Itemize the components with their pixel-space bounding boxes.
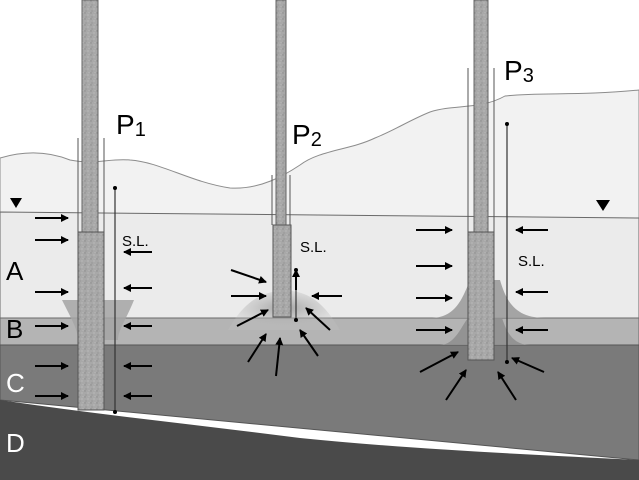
static-level-label-p1: S.L. bbox=[122, 233, 149, 250]
piezometer-top-dot bbox=[505, 122, 509, 126]
well-p2-pipe bbox=[275, 0, 287, 226]
layer-label-C: C bbox=[6, 368, 25, 398]
well-label-p3: P3 bbox=[504, 55, 534, 87]
well-label-p2: P2 bbox=[292, 119, 322, 151]
piezometer-bottom-dot bbox=[113, 410, 117, 414]
piezometer-bottom-dot bbox=[505, 360, 509, 364]
well-label-p2-letter: P bbox=[292, 119, 311, 150]
water-table-marker-left bbox=[10, 198, 22, 208]
flow-arrow bbox=[236, 309, 269, 327]
well-p1-pipe bbox=[81, 0, 99, 233]
static-level-label-p3: S.L. bbox=[518, 253, 545, 270]
flow-arrow bbox=[247, 333, 267, 363]
water-table-marker-right bbox=[596, 200, 610, 211]
flow-arrow bbox=[299, 329, 319, 357]
flow-arrows bbox=[35, 214, 548, 401]
well-p1-screen bbox=[77, 231, 105, 411]
flow-arrow bbox=[511, 357, 545, 373]
layer-label-B: B bbox=[6, 314, 23, 344]
well-label-p2-sub: 2 bbox=[311, 129, 322, 151]
well-label-p1: P1 bbox=[116, 109, 146, 141]
well-label-p1-letter: P bbox=[116, 109, 135, 140]
well-label-p3-sub: 3 bbox=[523, 65, 534, 87]
flow-arrow bbox=[275, 337, 284, 377]
well-label-p3-letter: P bbox=[504, 55, 523, 86]
well-p3-screen bbox=[467, 231, 495, 361]
well-p2-screen bbox=[272, 224, 292, 318]
piezometer-top-dot bbox=[113, 186, 117, 190]
flow-arrow bbox=[305, 307, 331, 331]
flow-arrow bbox=[445, 369, 467, 401]
well-p3-pipe bbox=[473, 0, 489, 233]
well-p1 bbox=[77, 0, 117, 414]
layer-label-D: D bbox=[6, 428, 25, 458]
layer-label-A: A bbox=[6, 256, 24, 286]
flow-arrow bbox=[230, 269, 267, 284]
layer-C bbox=[0, 344, 639, 461]
well-label-p1-sub: 1 bbox=[135, 119, 146, 141]
flow-arrow bbox=[497, 371, 517, 401]
static-level-label-p2: S.L. bbox=[300, 239, 327, 256]
flow-arrow bbox=[419, 351, 459, 373]
layer-D bbox=[0, 400, 639, 480]
well-p3 bbox=[467, 0, 509, 364]
piezometer-bottom-dot bbox=[294, 318, 298, 322]
